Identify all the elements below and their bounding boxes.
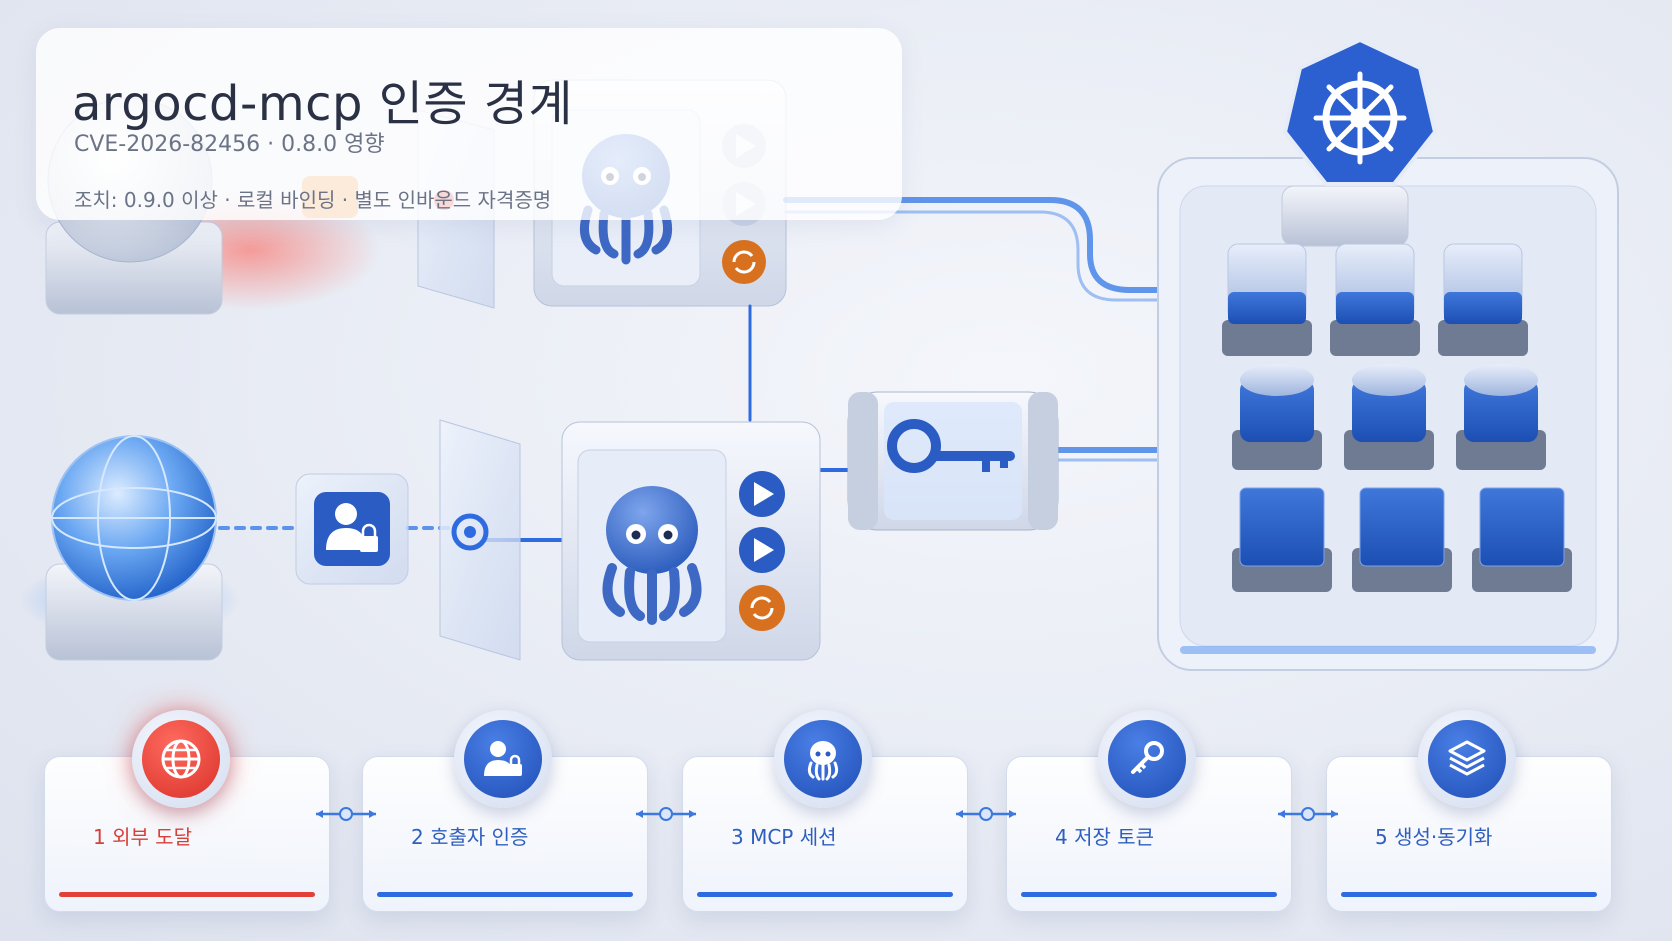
step-bar [1021, 892, 1277, 897]
target-icon [451, 513, 489, 551]
cve-subtitle: CVE-2026-82456 · 0.8.0 영향 [74, 132, 385, 157]
sync-icon [722, 240, 766, 284]
container-icon [1472, 487, 1572, 592]
database-icon [1232, 364, 1322, 470]
step-connector [636, 807, 696, 821]
step-badge [454, 710, 552, 808]
user-lock-icon [484, 741, 522, 776]
container-icon [1232, 487, 1332, 592]
step-bar [59, 892, 315, 897]
step-connector [1278, 807, 1338, 821]
title-panel: argocd-mcp 인증 경계 CVE-2026-82456 · 0.8.0 … [36, 28, 902, 220]
kubernetes-icon [1282, 37, 1438, 186]
lower-path [20, 391, 1059, 661]
container-icon [1352, 487, 1452, 592]
database-icon [1344, 364, 1434, 470]
step-badge [132, 710, 230, 808]
page-title: argocd-mcp 인증 경계 [72, 76, 574, 132]
globe-icon [51, 435, 217, 601]
gateway-panel [439, 419, 521, 661]
globe-icon [161, 739, 201, 779]
layers-icon [1448, 740, 1486, 776]
resource-cube [1438, 243, 1528, 356]
step-label: 4 저장 토큰 [1055, 825, 1155, 849]
step-connector [316, 807, 376, 821]
sync-icon [739, 585, 785, 631]
step-label: 5 생성·동기화 [1375, 825, 1493, 849]
resource-cube [1330, 243, 1420, 356]
mitigation-text: 조치: 0.9.0 이상 · 로컬 바인딩 · 별도 인바운드 자격증명 [74, 188, 552, 212]
octopus-icon [602, 486, 702, 625]
kubernetes-cluster [1157, 37, 1619, 671]
database-icon [1456, 364, 1546, 470]
step-bar [377, 892, 633, 897]
resource-cube [1222, 243, 1312, 356]
step-badge [1098, 710, 1196, 808]
step-label: 1 외부 도달 [93, 825, 193, 849]
step-bar [1341, 892, 1597, 897]
user-lock-icon [326, 503, 378, 552]
octopus-icon [807, 741, 839, 781]
key-icon [887, 419, 1015, 473]
step-label: 2 호출자 인증 [411, 825, 529, 849]
connection-lines [218, 197, 1235, 542]
step-label: 3 MCP 세션 [731, 825, 837, 849]
step-badge [774, 710, 872, 808]
key-icon [1131, 741, 1164, 774]
step-connector [956, 807, 1016, 821]
step-bar [697, 892, 953, 897]
step-badge [1418, 710, 1516, 808]
